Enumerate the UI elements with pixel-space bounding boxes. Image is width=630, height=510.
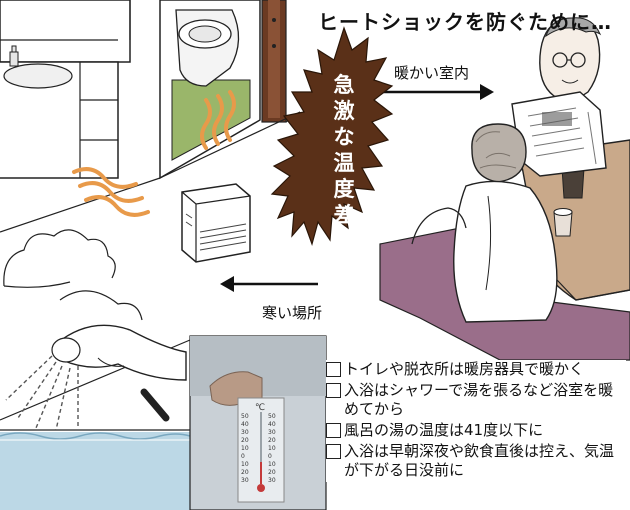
checkbox-icon [326,362,341,377]
warning-char: に [333,229,355,253]
tips-checklist: トイレや脱衣所は暖房器具で暖かく 入浴はシャワーで湯を張るなど浴室を暖めてから … [326,360,626,482]
warning-char: 意 [333,281,355,305]
warning-char: 温 [333,151,355,175]
checklist-item: 入浴はシャワーで湯を張るなど浴室を暖めてから [326,381,626,419]
heater [181,183,251,263]
warm-room-label: 暖かい室内 [394,64,470,82]
checklist-item: トイレや脱衣所は暖房器具で暖かく [326,360,626,379]
checklist-item: 風呂の湯の温度は41度以下に [326,421,626,440]
warning-char: 注 [333,255,355,279]
checkbox-icon [326,444,341,459]
headline: ヒートショックを防ぐために… [318,10,612,34]
warning-text: 急 激 な 温 度 差 に 注 意 [318,72,370,305]
checklist-item-text: 風呂の湯の温度は41度以下に [344,421,544,439]
checklist-item: 入浴は早朝深夜や飲食直後は控え、気温が下がる日没前に [326,442,626,480]
wash-counter [0,0,131,179]
warning-burst [270,26,394,246]
thermometer-photo [189,335,327,510]
arrow-to-warm [374,84,494,100]
warning-char: 差 [333,203,355,227]
warning-char: 激 [333,99,355,123]
warm-room [379,17,630,361]
checkbox-icon [326,423,341,438]
toilet-room [159,0,301,180]
warning-char: な [333,125,355,149]
cold-place-label: 寒い場所 [262,304,323,322]
steam-cloud [3,229,143,321]
checklist-item-text: トイレや脱衣所は暖房器具で暖かく [344,360,585,378]
shower-arm [5,324,187,431]
bath-water [0,429,191,510]
checklist-item-text: 入浴は早朝深夜や飲食直後は控え、気温が下がる日没前に [344,442,615,479]
heat-waves [72,90,236,217]
arrow-to-cold [220,276,318,292]
warning-char: 度 [333,177,355,201]
warning-char: 急 [333,73,355,97]
checkbox-icon [326,383,341,398]
checklist-item-text: 入浴はシャワーで湯を張るなど浴室を暖めてから [344,381,614,418]
